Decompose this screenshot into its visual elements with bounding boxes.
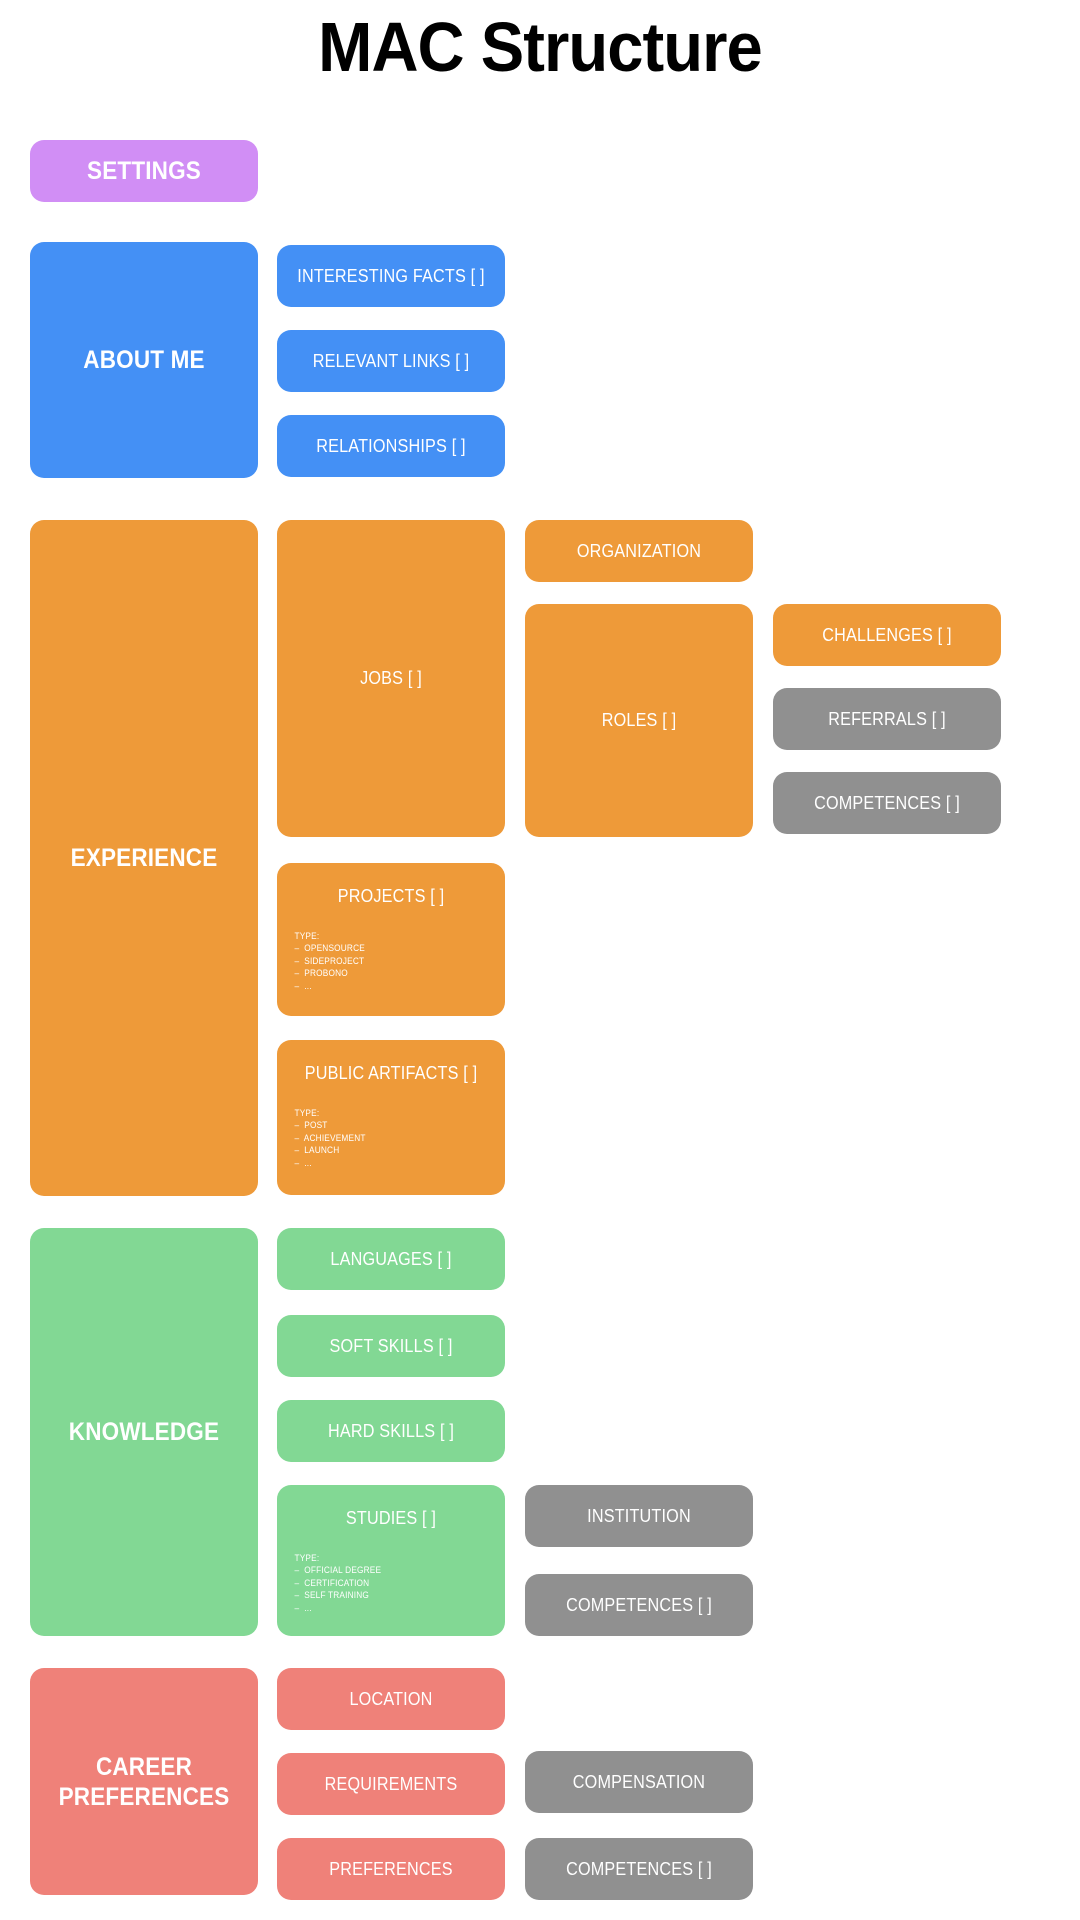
node-preferences-label: PREFERENCES — [329, 1858, 453, 1879]
node-studies-label: STUDIES [ ] — [345, 1508, 437, 1528]
public-artifacts-type-item: – LAUNCH — [294, 1145, 340, 1156]
projects-type-list: TYPE: – OPENSOURCE – SIDEPROJECT – PROBO… — [277, 930, 365, 992]
node-jobs-label: JOBS [ ] — [360, 668, 422, 688]
public-artifacts-type-item: – ACHIEVEMENT — [294, 1132, 366, 1143]
node-knowledge-label: KNOWLEDGE — [68, 1418, 220, 1446]
node-organization-label: ORGANIZATION — [576, 540, 702, 561]
public-artifacts-type-item: – POST — [294, 1120, 328, 1131]
node-interesting-facts-label: INTERESTING FACTS [ ] — [297, 265, 485, 286]
node-experience-competences[interactable]: COMPETENCES [ ] — [773, 772, 1001, 834]
node-jobs[interactable]: JOBS [ ] — [277, 520, 505, 837]
node-relationships-label: RELATIONSHIPS [ ] — [316, 435, 466, 456]
node-experience[interactable]: EXPERIENCE — [30, 520, 258, 1196]
studies-type-item: – OFFICIAL DEGREE — [294, 1565, 382, 1576]
node-about-me[interactable]: ABOUT ME — [30, 242, 258, 478]
node-public-artifacts-label: PUBLIC ARTIFACTS [ ] — [304, 1063, 478, 1083]
node-soft-skills-label: SOFT SKILLS [ ] — [329, 1335, 453, 1356]
node-languages[interactable]: LANGUAGES [ ] — [277, 1228, 505, 1290]
node-compensation-label: COMPENSATION — [572, 1771, 706, 1792]
node-roles-label: ROLES [ ] — [601, 710, 677, 730]
projects-type-item: – SIDEPROJECT — [294, 955, 365, 966]
studies-type-heading: TYPE: — [294, 1553, 320, 1563]
node-settings-label: SETTINGS — [87, 157, 201, 185]
node-location-label: LOCATION — [349, 1688, 433, 1709]
node-career-competences[interactable]: COMPETENCES [ ] — [525, 1838, 753, 1900]
node-institution[interactable]: INSTITUTION — [525, 1485, 753, 1547]
node-location[interactable]: LOCATION — [277, 1668, 505, 1730]
node-studies[interactable]: STUDIES [ ] TYPE: – OFFICIAL DEGREE – CE… — [277, 1485, 505, 1636]
node-referrals-label: REFERRALS [ ] — [828, 708, 946, 729]
node-settings[interactable]: SETTINGS — [30, 140, 258, 202]
node-knowledge[interactable]: KNOWLEDGE — [30, 1228, 258, 1636]
studies-type-item: – ... — [294, 1602, 312, 1613]
node-experience-competences-label: COMPETENCES [ ] — [814, 792, 960, 813]
node-projects-label: PROJECTS [ ] — [337, 886, 445, 906]
node-hard-skills-label: HARD SKILLS [ ] — [327, 1420, 455, 1441]
node-relevant-links-label: RELEVANT LINKS [ ] — [312, 350, 470, 371]
node-preferences[interactable]: PREFERENCES — [277, 1838, 505, 1900]
node-hard-skills[interactable]: HARD SKILLS [ ] — [277, 1400, 505, 1462]
public-artifacts-type-heading: TYPE: — [294, 1108, 320, 1118]
node-knowledge-competences-label: COMPETENCES [ ] — [566, 1594, 712, 1615]
node-knowledge-competences[interactable]: COMPETENCES [ ] — [525, 1574, 753, 1636]
node-experience-label: EXPERIENCE — [70, 844, 218, 872]
node-relevant-links[interactable]: RELEVANT LINKS [ ] — [277, 330, 505, 392]
node-projects[interactable]: PROJECTS [ ] TYPE: – OPENSOURCE – SIDEPR… — [277, 863, 505, 1016]
projects-type-heading: TYPE: — [294, 931, 320, 941]
node-career-preferences[interactable]: CAREER PREFERENCES — [30, 1668, 258, 1895]
node-languages-label: LANGUAGES [ ] — [330, 1248, 452, 1269]
projects-type-item: – ... — [294, 980, 312, 991]
node-soft-skills[interactable]: SOFT SKILLS [ ] — [277, 1315, 505, 1377]
node-referrals[interactable]: REFERRALS [ ] — [773, 688, 1001, 750]
public-artifacts-type-item: – ... — [294, 1157, 312, 1168]
page-title: MAC Structure — [318, 8, 763, 86]
public-artifacts-type-list: TYPE: – POST – ACHIEVEMENT – LAUNCH – ..… — [277, 1107, 366, 1169]
studies-type-item: – SELF TRAINING — [294, 1590, 370, 1601]
node-about-me-label: ABOUT ME — [83, 346, 205, 374]
node-institution-label: INSTITUTION — [587, 1505, 691, 1526]
projects-type-item: – OPENSOURCE — [294, 943, 365, 954]
node-challenges-label: CHALLENGES [ ] — [822, 624, 952, 645]
node-challenges[interactable]: CHALLENGES [ ] — [773, 604, 1001, 666]
node-career-preferences-label-line1: CAREER — [95, 1752, 193, 1781]
node-requirements[interactable]: REQUIREMENTS — [277, 1753, 505, 1815]
node-compensation[interactable]: COMPENSATION — [525, 1751, 753, 1813]
studies-type-list: TYPE: – OFFICIAL DEGREE – CERTIFICATION … — [277, 1552, 381, 1614]
studies-type-item: – CERTIFICATION — [294, 1577, 370, 1588]
node-requirements-label: REQUIREMENTS — [324, 1773, 458, 1794]
node-relationships[interactable]: RELATIONSHIPS [ ] — [277, 415, 505, 477]
node-interesting-facts[interactable]: INTERESTING FACTS [ ] — [277, 245, 505, 307]
node-career-competences-label: COMPETENCES [ ] — [566, 1858, 712, 1879]
node-public-artifacts[interactable]: PUBLIC ARTIFACTS [ ] TYPE: – POST – ACHI… — [277, 1040, 505, 1195]
projects-type-item: – PROBONO — [294, 968, 348, 979]
node-roles[interactable]: ROLES [ ] — [525, 604, 753, 837]
node-career-preferences-label-line2: PREFERENCES — [58, 1782, 230, 1811]
node-organization[interactable]: ORGANIZATION — [525, 520, 753, 582]
